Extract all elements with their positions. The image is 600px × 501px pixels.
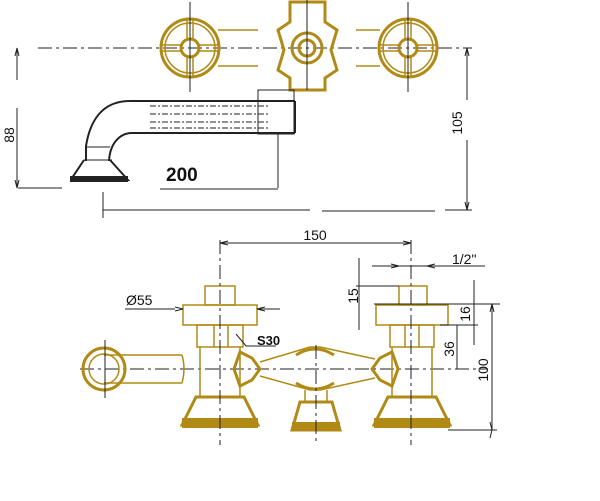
front-dimensions — [125, 240, 500, 439]
top-view: 200 88 105 — [1, 0, 472, 218]
spout-top — [70, 89, 296, 188]
dim-body-offset: 36 — [441, 341, 457, 357]
dim-center-distance: 150 — [303, 227, 327, 243]
right-valve-front — [370, 240, 453, 445]
dim-spout-height: 88 — [1, 127, 17, 143]
center-body-top — [218, 0, 380, 92]
dim-thread: 1/2" — [452, 251, 476, 267]
left-valve-front — [179, 240, 262, 445]
dim-nut: S30 — [257, 333, 280, 348]
dim-flange-diameter: Ø55 — [126, 292, 153, 308]
front-view: 150 Ø55 S30 1/2" 15 16 36 100 — [80, 227, 500, 445]
top-dimensions — [14, 47, 472, 218]
dim-stub-height: 15 — [345, 288, 361, 304]
dim-spout-length: 200 — [166, 165, 198, 186]
left-handle-top — [159, 2, 221, 92]
dim-flange-height: 16 — [457, 306, 473, 322]
wall-flange-front — [81, 340, 185, 398]
right-handle-top — [377, 2, 439, 92]
dim-depth: 105 — [449, 111, 465, 135]
dim-total-height: 100 — [475, 358, 491, 382]
center-body-front — [259, 345, 376, 445]
